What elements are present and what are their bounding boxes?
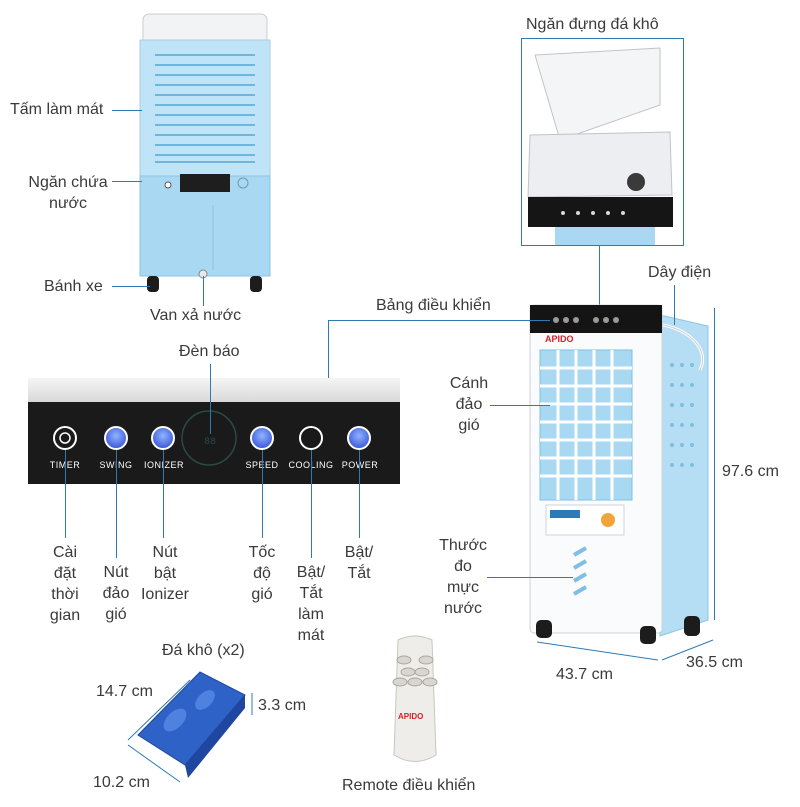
depth-dimension-label: 36.5 cm bbox=[686, 654, 743, 671]
power-cord-label: Dây điện bbox=[648, 264, 712, 281]
remote-brand-logo: APIDO bbox=[398, 712, 424, 721]
timer-button: TIMER bbox=[45, 460, 85, 470]
water-tank-leader bbox=[112, 181, 142, 182]
height-dimension-label: 97.6 cm bbox=[722, 463, 779, 480]
swing-leader bbox=[116, 450, 117, 558]
ice-thickness-label: 3.3 cm bbox=[258, 697, 307, 714]
speed-leader bbox=[262, 450, 263, 538]
control-panel-leader-v bbox=[328, 320, 329, 378]
ice-compartment-label: Ngăn đựng đá khô bbox=[526, 16, 659, 33]
power-description: Bật/Tắt bbox=[344, 544, 374, 582]
cooling-pad-label: Tấm làm mát bbox=[10, 101, 104, 118]
timer-leader bbox=[65, 450, 66, 538]
water-gauge-leader bbox=[487, 577, 573, 578]
drain-valve-leader bbox=[203, 276, 204, 306]
drain-valve-label: Van xả nước bbox=[150, 307, 242, 324]
cooling-pad-leader bbox=[112, 110, 142, 111]
power-cord-leader bbox=[674, 285, 675, 325]
control-panel-leader-h bbox=[328, 320, 550, 321]
ionizer-leader bbox=[163, 450, 164, 538]
wheels-label: Bánh xe bbox=[44, 278, 103, 295]
wheels-leader bbox=[112, 286, 150, 287]
svg-text:88: 88 bbox=[204, 437, 216, 448]
remote-label: Remote điều khiển bbox=[342, 777, 476, 794]
brand-logo: APIDO bbox=[545, 334, 574, 344]
width-dimension-label: 43.7 cm bbox=[556, 666, 613, 683]
speed-button: SPEED bbox=[240, 460, 284, 470]
control-panel-closeup bbox=[28, 378, 400, 484]
ice-compartment-frame bbox=[521, 38, 684, 246]
ice-pack-label: Đá khô (x2) bbox=[162, 642, 245, 659]
louver-leader bbox=[490, 405, 550, 406]
cooling-leader bbox=[311, 450, 312, 558]
ice-length-label: 14.7 cm bbox=[96, 683, 153, 700]
indicator-light-label: Đèn báo bbox=[179, 343, 240, 360]
ice-inset-connector bbox=[599, 246, 600, 306]
power-leader bbox=[359, 450, 360, 538]
height-dimension-line bbox=[714, 308, 715, 620]
cooling-button: COOLING bbox=[284, 460, 338, 470]
control-panel-label: Bảng điều khiển bbox=[376, 297, 491, 314]
swing-button: SWING bbox=[94, 460, 138, 470]
ice-width-label: 10.2 cm bbox=[93, 774, 150, 791]
indicator-light-leader bbox=[210, 364, 211, 434]
